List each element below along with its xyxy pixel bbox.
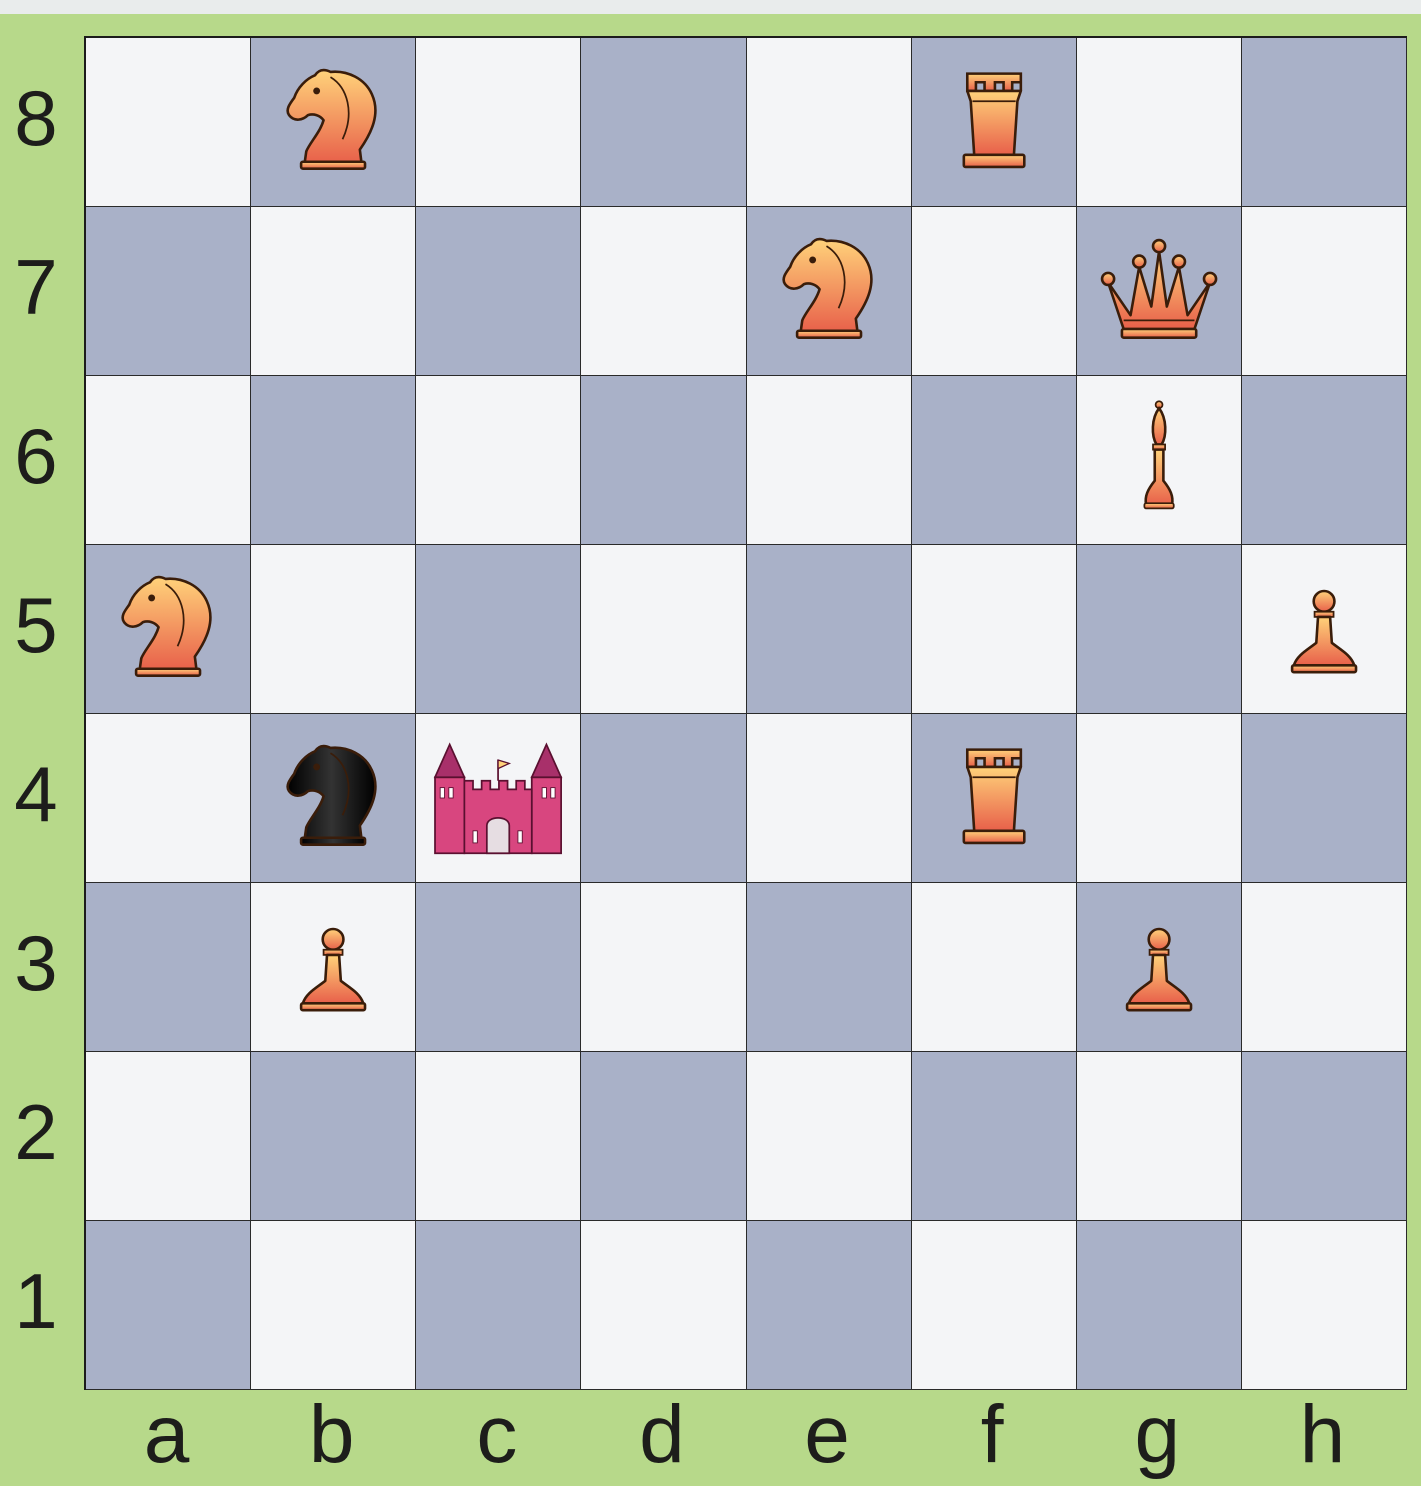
- square-d3[interactable]: [581, 883, 746, 1052]
- square-e5[interactable]: [747, 545, 912, 714]
- square-b3[interactable]: [251, 883, 416, 1052]
- square-b6[interactable]: [251, 376, 416, 545]
- square-f2[interactable]: [912, 1052, 1077, 1221]
- square-h8[interactable]: [1242, 38, 1407, 207]
- square-e2[interactable]: [747, 1052, 912, 1221]
- file-label-c: c: [414, 1394, 579, 1476]
- square-a3[interactable]: [86, 883, 251, 1052]
- square-e6[interactable]: [747, 376, 912, 545]
- square-c4[interactable]: [416, 714, 581, 883]
- square-h5[interactable]: [1242, 545, 1407, 714]
- knight-icon[interactable]: [251, 38, 415, 206]
- square-b7[interactable]: [251, 207, 416, 376]
- square-e3[interactable]: [747, 883, 912, 1052]
- square-c7[interactable]: [416, 207, 581, 376]
- pawn-icon[interactable]: [1242, 545, 1406, 713]
- file-label-g: g: [1075, 1394, 1240, 1476]
- file-label-h: h: [1240, 1394, 1405, 1476]
- square-d5[interactable]: [581, 545, 746, 714]
- square-g5[interactable]: [1077, 545, 1242, 714]
- square-d7[interactable]: [581, 207, 746, 376]
- castle-icon[interactable]: [416, 714, 580, 882]
- top-strip: [0, 0, 1421, 14]
- square-h3[interactable]: [1242, 883, 1407, 1052]
- pawn-icon[interactable]: [1077, 883, 1241, 1051]
- knight-icon[interactable]: [86, 545, 250, 713]
- rank-label-3: 3: [6, 924, 66, 1002]
- file-label-e: e: [745, 1394, 910, 1476]
- rank-label-1: 1: [6, 1262, 66, 1340]
- square-d8[interactable]: [581, 38, 746, 207]
- square-a7[interactable]: [86, 207, 251, 376]
- square-a2[interactable]: [86, 1052, 251, 1221]
- square-f3[interactable]: [912, 883, 1077, 1052]
- square-h4[interactable]: [1242, 714, 1407, 883]
- queen-icon[interactable]: [1077, 207, 1241, 375]
- square-b5[interactable]: [251, 545, 416, 714]
- square-f7[interactable]: [912, 207, 1077, 376]
- square-g8[interactable]: [1077, 38, 1242, 207]
- file-label-f: f: [910, 1394, 1075, 1476]
- square-d6[interactable]: [581, 376, 746, 545]
- square-h7[interactable]: [1242, 207, 1407, 376]
- rook-icon[interactable]: [912, 714, 1076, 882]
- square-a4[interactable]: [86, 714, 251, 883]
- square-c5[interactable]: [416, 545, 581, 714]
- rank-label-6: 6: [6, 417, 66, 495]
- rank-label-8: 8: [6, 79, 66, 157]
- square-b2[interactable]: [251, 1052, 416, 1221]
- square-b4[interactable]: [251, 714, 416, 883]
- rank-label-4: 4: [6, 755, 66, 833]
- square-f1[interactable]: [912, 1221, 1077, 1390]
- file-label-b: b: [249, 1394, 414, 1476]
- square-g7[interactable]: [1077, 207, 1242, 376]
- square-c3[interactable]: [416, 883, 581, 1052]
- square-e4[interactable]: [747, 714, 912, 883]
- square-a1[interactable]: [86, 1221, 251, 1390]
- square-c1[interactable]: [416, 1221, 581, 1390]
- square-f8[interactable]: [912, 38, 1077, 207]
- square-d2[interactable]: [581, 1052, 746, 1221]
- square-f5[interactable]: [912, 545, 1077, 714]
- file-label-a: a: [84, 1394, 249, 1476]
- square-a5[interactable]: [86, 545, 251, 714]
- square-b8[interactable]: [251, 38, 416, 207]
- square-e1[interactable]: [747, 1221, 912, 1390]
- bishop-icon[interactable]: [1077, 376, 1241, 544]
- square-e7[interactable]: [747, 207, 912, 376]
- black-knight-icon[interactable]: [251, 714, 415, 882]
- square-f6[interactable]: [912, 376, 1077, 545]
- rank-label-7: 7: [6, 248, 66, 326]
- square-h1[interactable]: [1242, 1221, 1407, 1390]
- square-g1[interactable]: [1077, 1221, 1242, 1390]
- square-e8[interactable]: [747, 38, 912, 207]
- square-c8[interactable]: [416, 38, 581, 207]
- square-a8[interactable]: [86, 38, 251, 207]
- square-c2[interactable]: [416, 1052, 581, 1221]
- knight-icon[interactable]: [747, 207, 911, 375]
- square-g2[interactable]: [1077, 1052, 1242, 1221]
- square-b1[interactable]: [251, 1221, 416, 1390]
- square-f4[interactable]: [912, 714, 1077, 883]
- square-h2[interactable]: [1242, 1052, 1407, 1221]
- square-h6[interactable]: [1242, 376, 1407, 545]
- rank-label-2: 2: [6, 1093, 66, 1171]
- rank-label-5: 5: [6, 586, 66, 664]
- file-label-d: d: [579, 1394, 744, 1476]
- square-a6[interactable]: [86, 376, 251, 545]
- square-g6[interactable]: [1077, 376, 1242, 545]
- square-g3[interactable]: [1077, 883, 1242, 1052]
- square-c6[interactable]: [416, 376, 581, 545]
- square-d4[interactable]: [581, 714, 746, 883]
- chess-board[interactable]: [84, 36, 1407, 1390]
- pawn-icon[interactable]: [251, 883, 415, 1051]
- rook-icon[interactable]: [912, 38, 1076, 206]
- square-g4[interactable]: [1077, 714, 1242, 883]
- square-d1[interactable]: [581, 1221, 746, 1390]
